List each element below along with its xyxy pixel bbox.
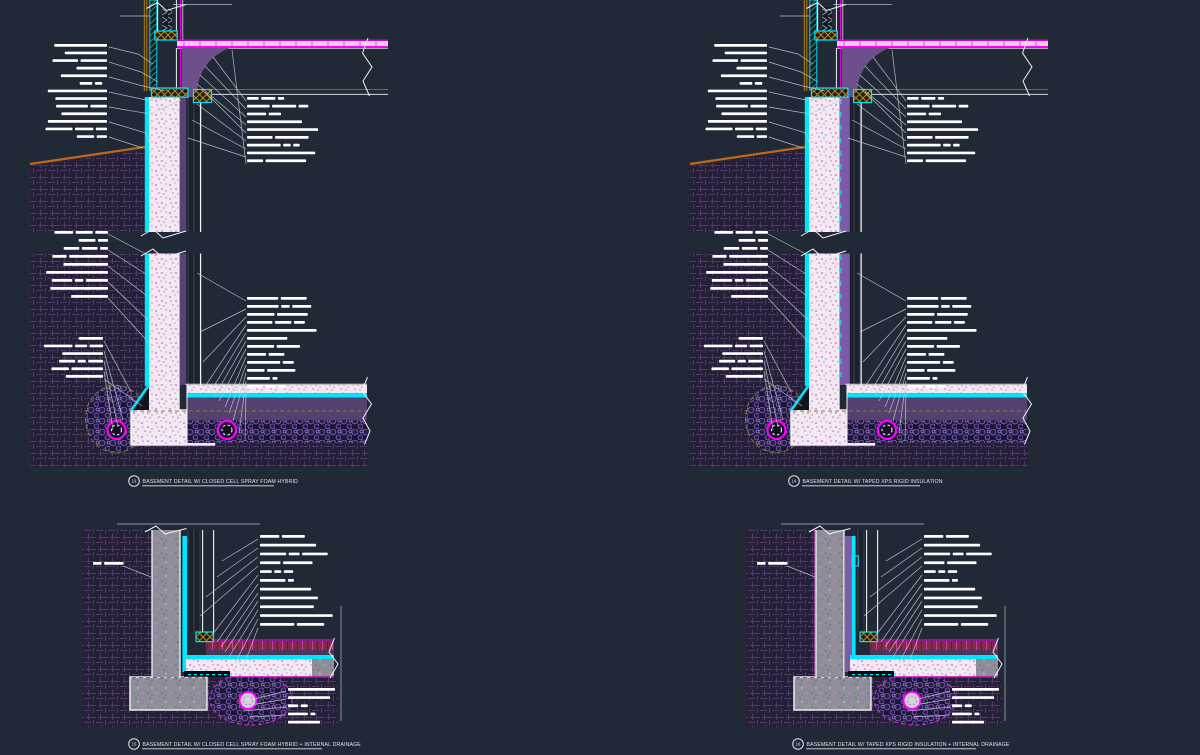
leader-lines [117, 523, 342, 721]
detail-number: 13 [132, 479, 137, 484]
detail-number-bubble [128, 475, 140, 487]
detail-number: 16 [796, 742, 801, 747]
detail-number: 14 [792, 479, 797, 484]
detail-number-bubble [788, 475, 800, 487]
detail-title-group: 14 BASEMENT DETAIL W/ TAPED XPS RIGID INS… [788, 475, 943, 487]
detail-number-bubble [128, 738, 140, 750]
detail-bottom-left[interactable]: 15 BASEMENT DETAIL W/ CLOSED CELL SPRAY F… [82, 523, 362, 750]
detail-bottom-right[interactable]: 16 BASEMENT DETAIL W/ TAPED XPS RIGID INS… [746, 523, 1010, 750]
detail-title: BASEMENT DETAIL W/ TAPED XPS RIGID INSUL… [803, 479, 943, 485]
leader-lines [763, 4, 907, 442]
annotation-text-blocks [43, 44, 319, 388]
annotation-text-blocks [703, 44, 979, 388]
detail-title: BASEMENT DETAIL W/ TAPED XPS RIGID INSUL… [807, 742, 1010, 748]
detail-title: BASEMENT DETAIL W/ CLOSED CELL SPRAY FOA… [143, 479, 299, 485]
detail-geometry [689, 0, 1048, 467]
detail-top-left[interactable]: 13 BASEMENT DETAIL W/ CLOSED CELL SPRAY F… [29, 0, 388, 487]
detail-title-group: 13 BASEMENT DETAIL W/ CLOSED CELL SPRAY F… [128, 475, 299, 487]
annotation-text-blocks [93, 535, 336, 724]
detail-geometry [746, 525, 1003, 727]
detail-number-bubble [792, 738, 804, 750]
detail-top-right[interactable]: 14 BASEMENT DETAIL W/ TAPED XPS RIGID INS… [689, 0, 1048, 487]
leader-lines [781, 523, 1006, 721]
detail-title: BASEMENT DETAIL W/ CLOSED CELL SPRAY FOA… [143, 742, 362, 748]
detail-number: 15 [132, 742, 137, 747]
detail-title-group: 15 BASEMENT DETAIL W/ CLOSED CELL SPRAY F… [128, 738, 362, 750]
annotation-text-blocks [757, 535, 1000, 724]
detail-title-group: 16 BASEMENT DETAIL W/ TAPED XPS RIGID INS… [792, 738, 1010, 750]
leader-lines [103, 4, 247, 442]
